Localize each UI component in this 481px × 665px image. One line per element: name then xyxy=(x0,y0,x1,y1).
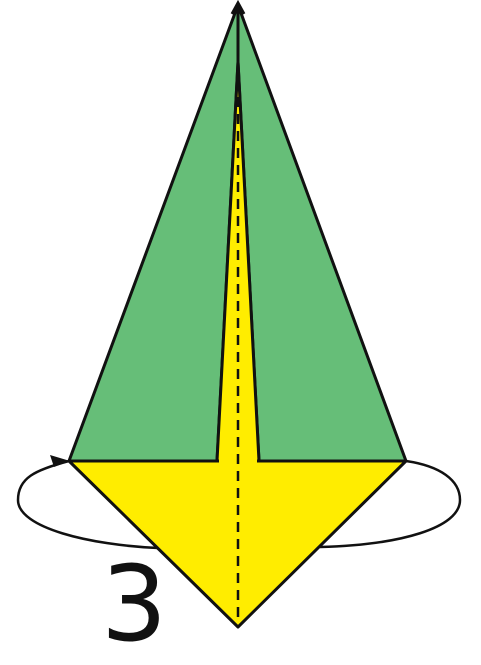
origami-diagram xyxy=(0,0,481,650)
step-number: 3 xyxy=(101,552,167,656)
left-green-flap xyxy=(69,5,238,461)
right-green-flap xyxy=(238,5,406,461)
